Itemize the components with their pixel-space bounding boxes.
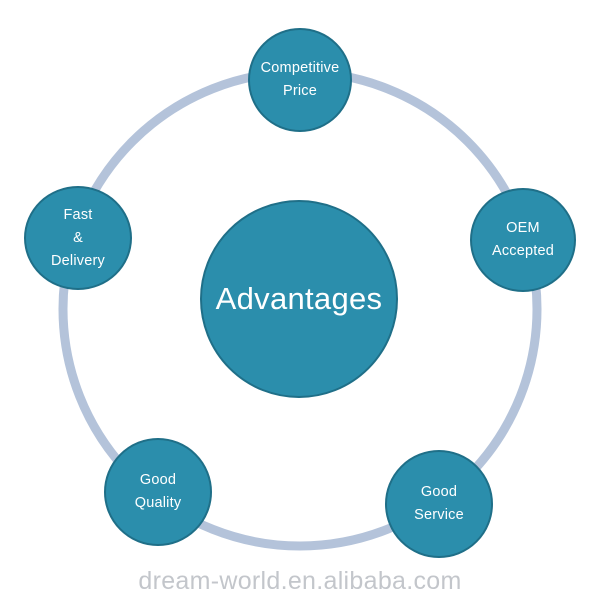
center-label: Advantages <box>215 281 383 316</box>
node-label-line: Service <box>414 507 464 523</box>
node-oem-accepted: OEM Accepted <box>470 188 576 292</box>
node-label-line: Good <box>420 484 458 500</box>
node-label-line: Price <box>282 83 318 99</box>
node-good-service: Good Service <box>385 450 493 558</box>
node-label-line: Competitive <box>260 60 340 76</box>
node-label-line: & <box>73 229 83 246</box>
node-label-line: Accepted <box>491 243 555 259</box>
node-competitive-price: Competitive Price <box>248 28 352 132</box>
node-label-line: Quality <box>134 495 182 511</box>
center-node-advantages: Advantages <box>200 200 398 398</box>
node-label-line: Good <box>139 472 177 488</box>
node-fast-delivery: Fast & Delivery <box>24 186 132 290</box>
node-label-line: OEM <box>506 220 540 236</box>
watermark: dream-world.en.alibaba.com <box>138 567 462 595</box>
node-good-quality: Good Quality <box>104 438 212 546</box>
node-label-line: Delivery <box>51 252 105 269</box>
node-label-line: Fast <box>63 206 93 223</box>
